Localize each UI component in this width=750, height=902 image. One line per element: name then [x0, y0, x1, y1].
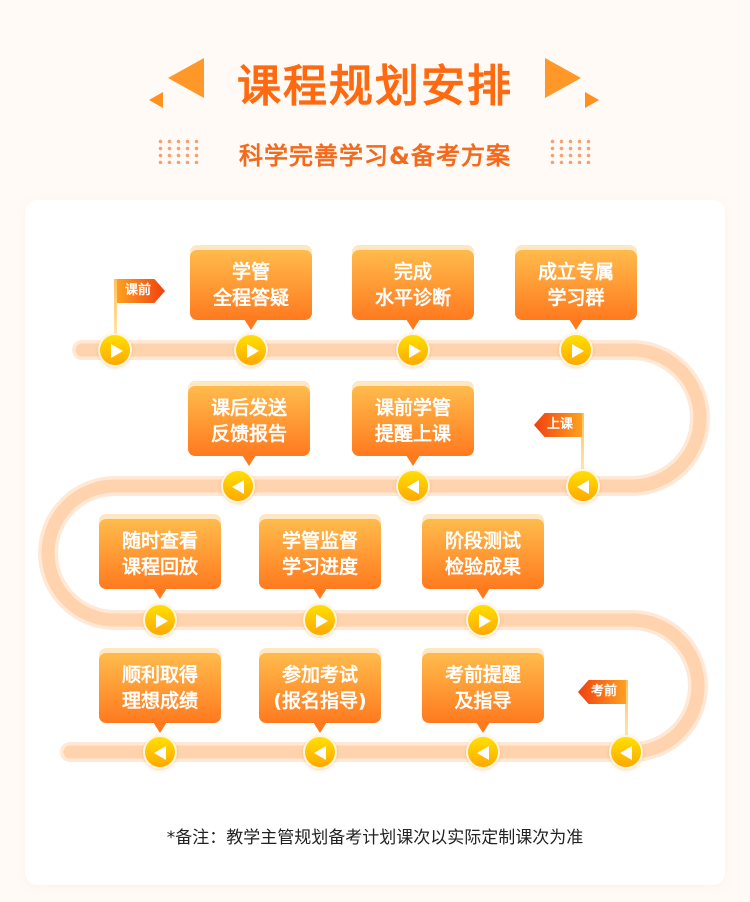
- step-line1: 学管监督: [281, 530, 358, 552]
- step-line1: 成立专属: [537, 261, 614, 283]
- step-box: 参加考试 (报名指导): [259, 653, 381, 733]
- left-arrow-small-icon: [149, 92, 163, 108]
- play-right-icon: [303, 603, 337, 637]
- step-line2: 全程答疑: [212, 287, 289, 309]
- step-box: 课后发送反馈报告: [188, 386, 310, 466]
- flag-before-exam: 考前: [578, 680, 626, 704]
- step-box: 阶段测试检验成果: [422, 519, 544, 599]
- dots-decoration-right: [548, 138, 593, 164]
- play-left-icon: [303, 735, 337, 769]
- play-right-icon: [143, 603, 177, 637]
- dots-decoration-left: [156, 138, 201, 164]
- step-line1: 学管: [231, 261, 270, 283]
- flag-pole: [114, 279, 117, 339]
- step-line1: 考前提醒: [444, 664, 521, 686]
- step-line1: 阶段测试: [444, 530, 521, 552]
- step-box: 学管全程答疑: [190, 250, 312, 330]
- step-line2: 学习群: [547, 287, 605, 309]
- play-right-icon: [234, 333, 268, 367]
- step-line2: 及指导: [454, 690, 512, 712]
- step-box: 顺利取得理想成绩: [99, 653, 221, 733]
- step-line2: 课程回放: [121, 556, 198, 578]
- step-line1: 完成: [393, 261, 432, 283]
- page-title: 课程规划安排: [237, 61, 513, 112]
- play-right-icon: [559, 333, 593, 367]
- play-left-icon: [566, 469, 600, 503]
- step-line2: (报名指导): [273, 690, 367, 712]
- flag-before-class: 课前: [117, 279, 165, 303]
- step-line2: 学习进度: [281, 556, 358, 578]
- step-line1: 顺利取得: [121, 664, 198, 686]
- step-box: 成立专属学习群: [515, 250, 637, 330]
- play-right-icon: [396, 333, 430, 367]
- play-left-icon: [466, 735, 500, 769]
- step-box: 课前学管提醒上课: [352, 386, 474, 466]
- footnote: *备注：教学主管规划备考计划课次以实际定制课次为准: [166, 828, 584, 848]
- step-box: 学管监督学习进度: [259, 519, 381, 599]
- step-line2: 反馈报告: [210, 423, 287, 445]
- play-right-icon: [98, 333, 132, 367]
- play-left-icon: [396, 469, 430, 503]
- flag-in-class: 上课: [534, 413, 582, 437]
- step-line1: 课前学管: [374, 397, 451, 419]
- step-line1: 课后发送: [210, 397, 287, 419]
- flag-pole: [581, 413, 584, 473]
- left-arrow-decoration-icon: [168, 58, 204, 98]
- step-box: 考前提醒及指导: [422, 653, 544, 733]
- right-arrow-decoration-icon: [545, 58, 581, 98]
- step-line2: 理想成绩: [121, 690, 198, 712]
- step-line1: 参加考试: [281, 664, 358, 686]
- step-line2: 检验成果: [444, 556, 521, 578]
- play-right-icon: [466, 603, 500, 637]
- page-subtitle: 科学完善学习&备考方案: [239, 142, 511, 170]
- step-line1: 随时查看: [121, 530, 198, 552]
- flag-pole: [625, 680, 628, 740]
- play-left-icon: [609, 735, 643, 769]
- step-box: 完成水平诊断: [352, 250, 474, 330]
- right-arrow-small-icon: [585, 92, 599, 108]
- step-box: 随时查看课程回放: [99, 519, 221, 599]
- play-left-icon: [221, 469, 255, 503]
- step-line2: 提醒上课: [374, 423, 451, 445]
- step-line2: 水平诊断: [374, 287, 451, 309]
- play-left-icon: [143, 735, 177, 769]
